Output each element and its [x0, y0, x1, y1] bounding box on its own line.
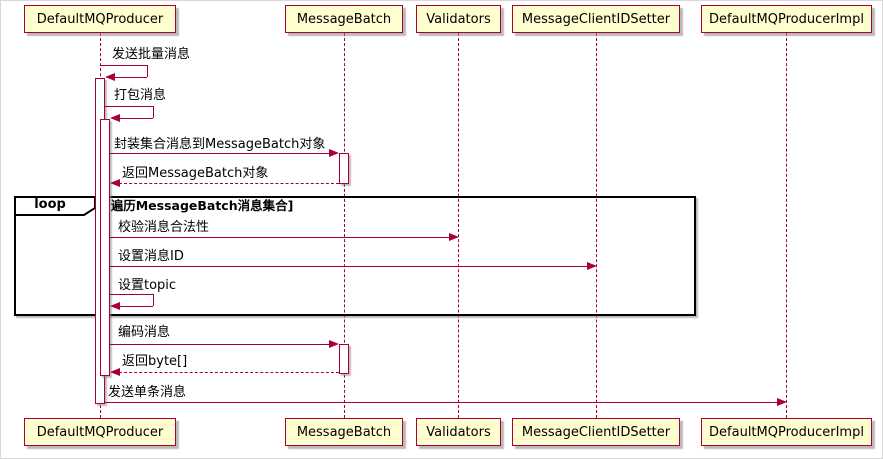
- participant-name: MessageBatch: [296, 424, 392, 440]
- participant-name: DefaultMQProducerImpl: [709, 424, 864, 440]
- lifeline-messagebatch: [344, 33, 345, 418]
- message-arrow-line: [100, 65, 147, 66]
- message-arrowhead: [329, 149, 339, 157]
- message-arrow-line: [110, 344, 330, 345]
- participant-box-top: MessageClientIDSetter: [512, 5, 680, 33]
- message-label: 返回byte[]: [122, 354, 188, 369]
- participant-name: DefaultMQProducerImpl: [709, 11, 864, 27]
- loop-condition-label: [遍历MessageBatch消息集合]: [105, 198, 294, 213]
- participant-name: Validators: [426, 11, 491, 27]
- message-arrow-line: [105, 402, 777, 403]
- participant-name: DefaultMQProducer: [36, 424, 164, 440]
- message-arrowhead: [110, 179, 120, 187]
- message-label: 编码消息: [118, 325, 171, 340]
- participant-box-bottom: MessageBatch: [285, 418, 403, 446]
- message-label: 校验消息合法性: [118, 220, 210, 235]
- message-label: 发送批量消息: [112, 47, 191, 62]
- message-arrow-line: [153, 294, 154, 306]
- activation-messagebatch-2: [339, 344, 349, 374]
- participant-box-top: MessageBatch: [285, 5, 403, 33]
- message-arrow-line: [119, 306, 153, 307]
- loop-operator-pentagon: [15, 197, 96, 216]
- message-arrow-line: [110, 294, 153, 295]
- participant-name: Validators: [426, 424, 491, 440]
- message-label: 封装集合消息到MessageBatch对象: [114, 137, 326, 152]
- message-arrowhead: [777, 398, 787, 406]
- message-arrow-line: [105, 106, 153, 107]
- participant-box-bottom: Validators: [416, 418, 501, 446]
- participant-name: MessageClientIDSetter: [521, 424, 671, 440]
- message-arrowhead: [587, 262, 597, 270]
- message-arrow-line: [119, 118, 153, 119]
- participant-box-top: DefaultMQProducerImpl: [701, 5, 872, 33]
- participant-box-bottom: DefaultMQProducer: [24, 418, 176, 446]
- message-label: 设置消息ID: [118, 249, 184, 264]
- message-arrow-line: [147, 65, 148, 77]
- participant-box-bottom: MessageClientIDSetter: [512, 418, 680, 446]
- message-arrow-line: [110, 153, 330, 154]
- participant-name: MessageClientIDSetter: [521, 11, 671, 27]
- message-label: 打包消息: [114, 88, 167, 103]
- message-arrowhead: [449, 233, 459, 241]
- lifeline-defaultmqproducerimpl: [786, 33, 787, 418]
- message-arrowhead: [105, 73, 115, 81]
- activation-defaultmqproducer-inner: [100, 119, 110, 376]
- message-arrow-line: [153, 106, 154, 118]
- message-arrow-line: [110, 237, 449, 238]
- message-arrowhead: [110, 368, 120, 376]
- message-arrow-line: [110, 266, 587, 267]
- lifeline-validators: [458, 33, 459, 418]
- loop-frame: [14, 196, 696, 316]
- participant-box-bottom: DefaultMQProducerImpl: [701, 418, 872, 446]
- participant-name: MessageBatch: [296, 11, 392, 27]
- message-arrow-line: [114, 77, 147, 78]
- message-arrowhead: [110, 114, 120, 122]
- message-arrowhead: [329, 340, 339, 348]
- message-return-line: [119, 372, 339, 373]
- lifeline-messageclientidsetter: [596, 33, 597, 418]
- loop-operator-label: loop: [34, 197, 66, 212]
- participant-box-top: Validators: [416, 5, 501, 33]
- message-label: 返回MessageBatch对象: [122, 166, 269, 181]
- message-return-line: [119, 183, 339, 184]
- activation-messagebatch-1: [339, 153, 349, 184]
- message-label: 设置topic: [118, 278, 177, 293]
- message-label: 发送单条消息: [108, 385, 187, 400]
- message-arrowhead: [110, 302, 120, 310]
- participant-box-top: DefaultMQProducer: [24, 5, 176, 33]
- participant-name: DefaultMQProducer: [36, 11, 164, 27]
